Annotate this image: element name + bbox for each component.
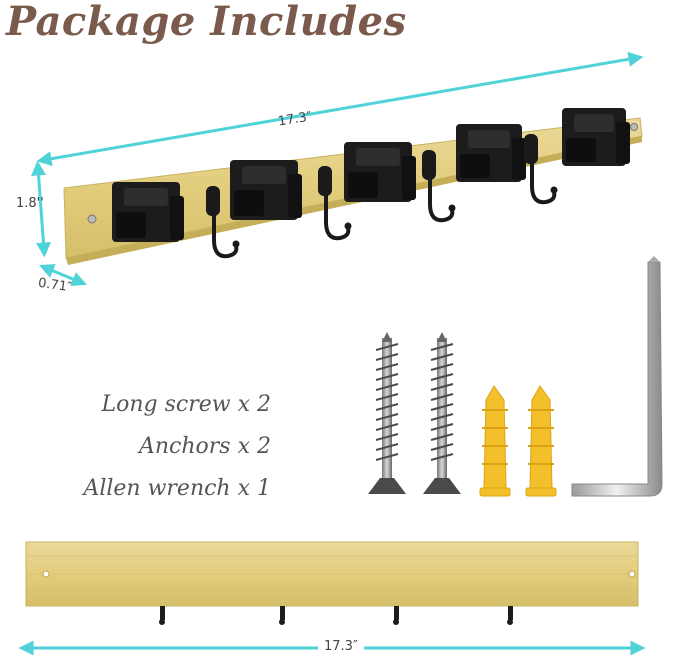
top-rack <box>63 108 643 265</box>
long-screw <box>423 332 461 494</box>
anchor <box>525 385 557 497</box>
gripper <box>230 160 302 220</box>
long-screw <box>368 332 406 494</box>
gripper <box>112 182 184 242</box>
height-dimension-line <box>31 160 51 258</box>
contents-item: Allen wrench x 1 <box>83 476 271 501</box>
anchor <box>479 385 511 497</box>
depth-dimension-line <box>39 263 87 287</box>
page-title: Package Includes <box>6 0 407 45</box>
gripper <box>344 142 416 202</box>
contents-item: Long screw x 2 <box>101 392 271 417</box>
height-label: 1.8'' <box>16 196 44 211</box>
gripper <box>562 108 630 166</box>
bottom-length-label: 17.3″ <box>318 639 364 654</box>
bottom-rack <box>25 541 639 625</box>
contents-item: Anchors x 2 <box>139 434 271 459</box>
top-length-dimension-line <box>36 51 644 167</box>
hook <box>212 138 557 259</box>
gripper <box>456 124 526 182</box>
allen-wrench <box>571 256 663 497</box>
